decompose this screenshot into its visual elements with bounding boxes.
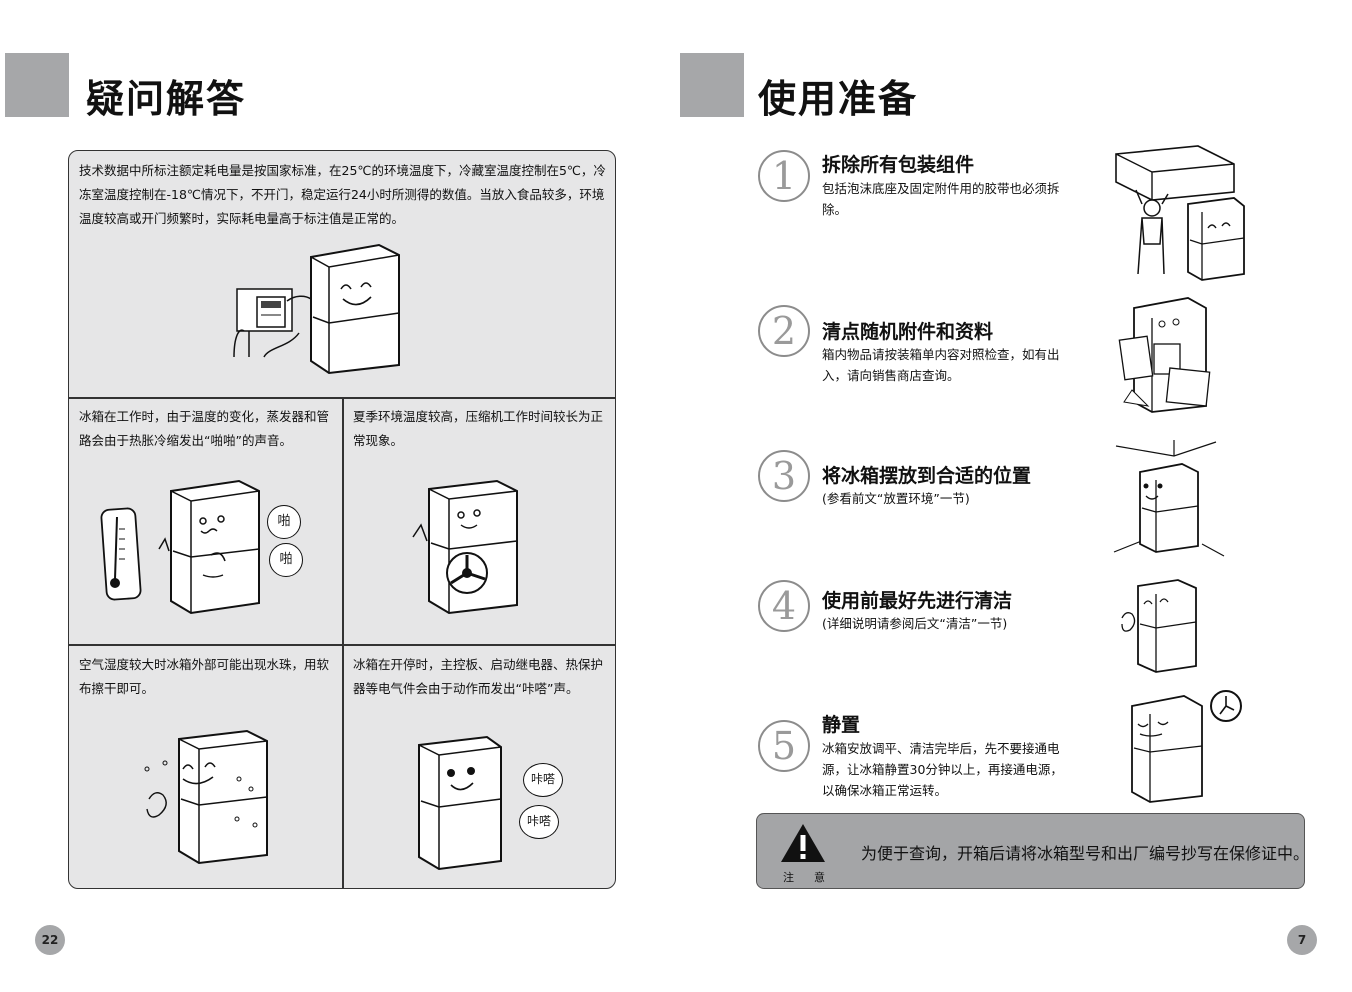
notice-box: 注意 为便于查询，开箱后请将冰箱型号和出厂编号抄写在保修证中。	[756, 813, 1309, 889]
step-5-number: 5	[758, 720, 810, 772]
qa-text-power: 技术数据中所标注额定耗电量是按国家标准，在25℃的环境温度下，冷藏室温度控制在5…	[79, 163, 606, 226]
unpacking-illustration	[1115, 145, 1245, 281]
step-4-title: 使用前最好先进行清洁	[822, 590, 1013, 612]
qa-text-compressor: 夏季环境温度较高，压缩机工作时间较长为正常现象。	[353, 409, 604, 448]
step-2-number: 2	[758, 305, 810, 357]
step-5-title: 静置	[822, 714, 861, 736]
fridge-meter-illustration	[233, 243, 400, 375]
step-2-title: 清点随机附件和资料	[822, 321, 994, 343]
right-page-title: 使用准备	[758, 77, 919, 121]
step-1-number: 1	[758, 150, 810, 202]
qa-item-condensation: 空气湿度较大时冰箱外部可能出现水珠，用软布擦干即可。	[69, 645, 342, 888]
fridge-click-illustration	[418, 735, 502, 871]
step-1-title: 拆除所有包装组件	[822, 154, 975, 176]
step-4-desc: (详细说明请参阅后文“清洁”一节)	[822, 616, 1008, 631]
step-4-number: 4	[758, 580, 810, 632]
accessories-illustration	[1118, 297, 1211, 413]
qa-item-compressor: 夏季环境温度较高，压缩机工作时间较长为正常现象。	[343, 397, 615, 644]
qa-text-condensation: 空气湿度较大时冰箱外部可能出现水珠，用软布擦干即可。	[79, 657, 330, 696]
step-3-title: 将冰箱摆放到合适的位置	[822, 465, 1032, 487]
step-2-desc: 箱内物品请按装箱单内容对照检查，如有出入，请向销售商店查询。	[822, 347, 1060, 383]
placement-illustration	[1113, 440, 1225, 557]
left-page-number: 22	[35, 925, 65, 955]
qa-text-click: 冰箱在开停时，主控板、启动继电器、热保护器等电气件会由于动作而发出“咔嗒”声。	[353, 657, 604, 696]
click-bubble-2: 咔嗒	[519, 805, 559, 839]
notice-text: 为便于查询，开箱后请将冰箱型号和出厂编号抄写在保修证中。	[861, 844, 1310, 863]
notice-label: 注意	[783, 871, 845, 884]
fridge-fan-illustration	[412, 479, 518, 615]
right-page-number: 7	[1287, 925, 1317, 955]
qa-item-click: 冰箱在开停时，主控板、启动继电器、热保护器等电气件会由于动作而发出“咔嗒”声。 …	[343, 645, 615, 888]
qa-text-crackle: 冰箱在工作时，由于温度的变化，蒸发器和管路会由于热胀冷缩发出“啪啪”的声音。	[79, 409, 330, 448]
right-title-block	[680, 53, 744, 117]
qa-item-power: 技术数据中所标注额定耗电量是按国家标准，在25℃的环境温度下，冷藏室温度控制在5…	[69, 151, 615, 397]
rest-illustration	[1131, 690, 1242, 803]
cleaning-illustration	[1121, 579, 1197, 673]
qa-box: 技术数据中所标注额定耗电量是按国家标准，在25℃的环境温度下，冷藏室温度控制在5…	[68, 150, 616, 889]
left-page-title: 疑问解答	[86, 77, 247, 121]
warning-icon	[781, 824, 825, 862]
step-5-desc: 冰箱安放调平、清洁完毕后，先不要接通电源，让冰箱静置30分钟以上，再接通电源，以…	[822, 741, 1063, 798]
crackle-bubble-2: 啪	[269, 543, 303, 577]
fridge-wipe-illustration	[144, 729, 268, 865]
qa-divider-v	[342, 397, 344, 888]
left-title-block	[5, 53, 69, 117]
click-bubble-1b: 咔嗒	[523, 763, 563, 797]
step-1-desc: 包括泡沫底座及固定附件用的胶带也必须拆除。	[822, 181, 1060, 217]
step-3-number: 3	[758, 450, 810, 502]
fridge-thermometer-illustration	[100, 479, 260, 615]
step-3-desc: (参看前文“放置环境”一节)	[822, 491, 970, 506]
crackle-bubble-1: 啪	[267, 505, 301, 539]
qa-item-crackle: 冰箱在工作时，由于温度的变化，蒸发器和管路会由于热胀冷缩发出“啪啪”的声音。 啪…	[69, 397, 342, 644]
